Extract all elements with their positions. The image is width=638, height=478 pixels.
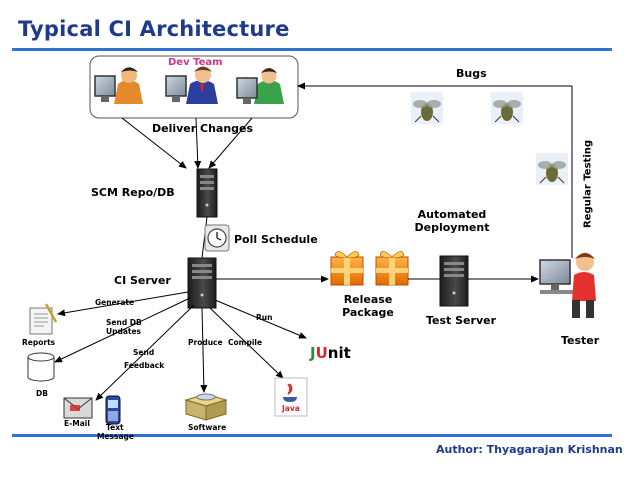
ci-server-icon: [187, 257, 217, 309]
deliver-arrow-2: [194, 117, 202, 169]
text-message-label-1: Text: [106, 423, 124, 432]
junit-logo: JUnit: [310, 344, 351, 362]
ci-server-label: CI Server: [114, 274, 171, 287]
dev-team-label: Dev Team: [168, 57, 223, 68]
deliver-changes-label: Deliver Changes: [152, 122, 254, 135]
footer-rule: [12, 434, 612, 437]
reports-icon: [29, 303, 58, 335]
regular-testing-label: Regular Testing: [582, 139, 594, 229]
page-title: Typical CI Architecture: [18, 17, 290, 41]
update-db-label-1: Send DB: [106, 318, 142, 327]
phone-icon: [105, 395, 121, 425]
automated-deployment-label-2: Deployment: [414, 221, 490, 234]
java-label: Java: [282, 404, 300, 413]
test-server-icon: [439, 255, 469, 307]
title-underline: [12, 48, 612, 51]
compile-label: Compile: [228, 338, 263, 347]
generate-arrow: [57, 291, 189, 317]
poll-schedule-label: Poll Schedule: [234, 233, 318, 246]
release-package-icon-1: [330, 251, 364, 286]
db-icon: [27, 352, 55, 382]
junit-j: J: [310, 344, 316, 362]
run-label: Run: [256, 313, 273, 322]
email-icon: [63, 397, 93, 419]
scm-server-icon: [196, 168, 218, 218]
developer-2-icon: [165, 66, 218, 104]
generate-label: Generate: [95, 298, 135, 307]
update-db-label-2: Updates: [106, 327, 142, 336]
bug-icon-2: [491, 92, 523, 124]
release-package-label-1: Release: [343, 293, 393, 306]
junit-u: U: [315, 344, 328, 362]
send-feedback-label-1: Send: [133, 348, 155, 357]
junit-rest: nit: [327, 344, 351, 362]
automated-deployment-label-1: Automated: [417, 208, 487, 221]
text-message-label-2: Message: [97, 432, 134, 441]
test-server-label: Test Server: [426, 314, 497, 327]
scm-repo-label: SCM Repo/DB: [91, 186, 175, 199]
send-feedback-label-2: Feedback: [124, 361, 165, 370]
compile-arrow: [209, 307, 284, 379]
bug-icon-3: [536, 153, 568, 185]
reports-label: Reports: [22, 338, 56, 347]
produce-arrow: [200, 307, 208, 393]
java-icon: [274, 377, 308, 417]
software-icon: [184, 393, 228, 421]
feedback-arrow: [95, 304, 195, 401]
release-package-label-2: Package: [342, 306, 394, 319]
produce-label: Produce: [188, 338, 223, 347]
software-label: Software: [188, 423, 227, 432]
deliver-arrow-3: [208, 117, 253, 169]
clock-icon: [204, 224, 230, 252]
bug-icon-1: [411, 92, 443, 124]
db-label: DB: [36, 389, 48, 398]
tester-label: Tester: [561, 334, 600, 347]
deliver-arrow-1: [121, 117, 187, 169]
tester-icon: [539, 253, 596, 318]
developer-1-icon: [94, 67, 143, 104]
author-credit: Author: Thyagarajan Krishnan: [436, 443, 623, 456]
developer-3-icon: [236, 68, 284, 104]
db-update-arrow: [54, 297, 191, 363]
release-package-icon-2: [375, 251, 409, 286]
bugs-label: Bugs: [456, 67, 487, 80]
run-arrow: [214, 299, 307, 339]
email-label: E-Mail: [64, 419, 90, 428]
